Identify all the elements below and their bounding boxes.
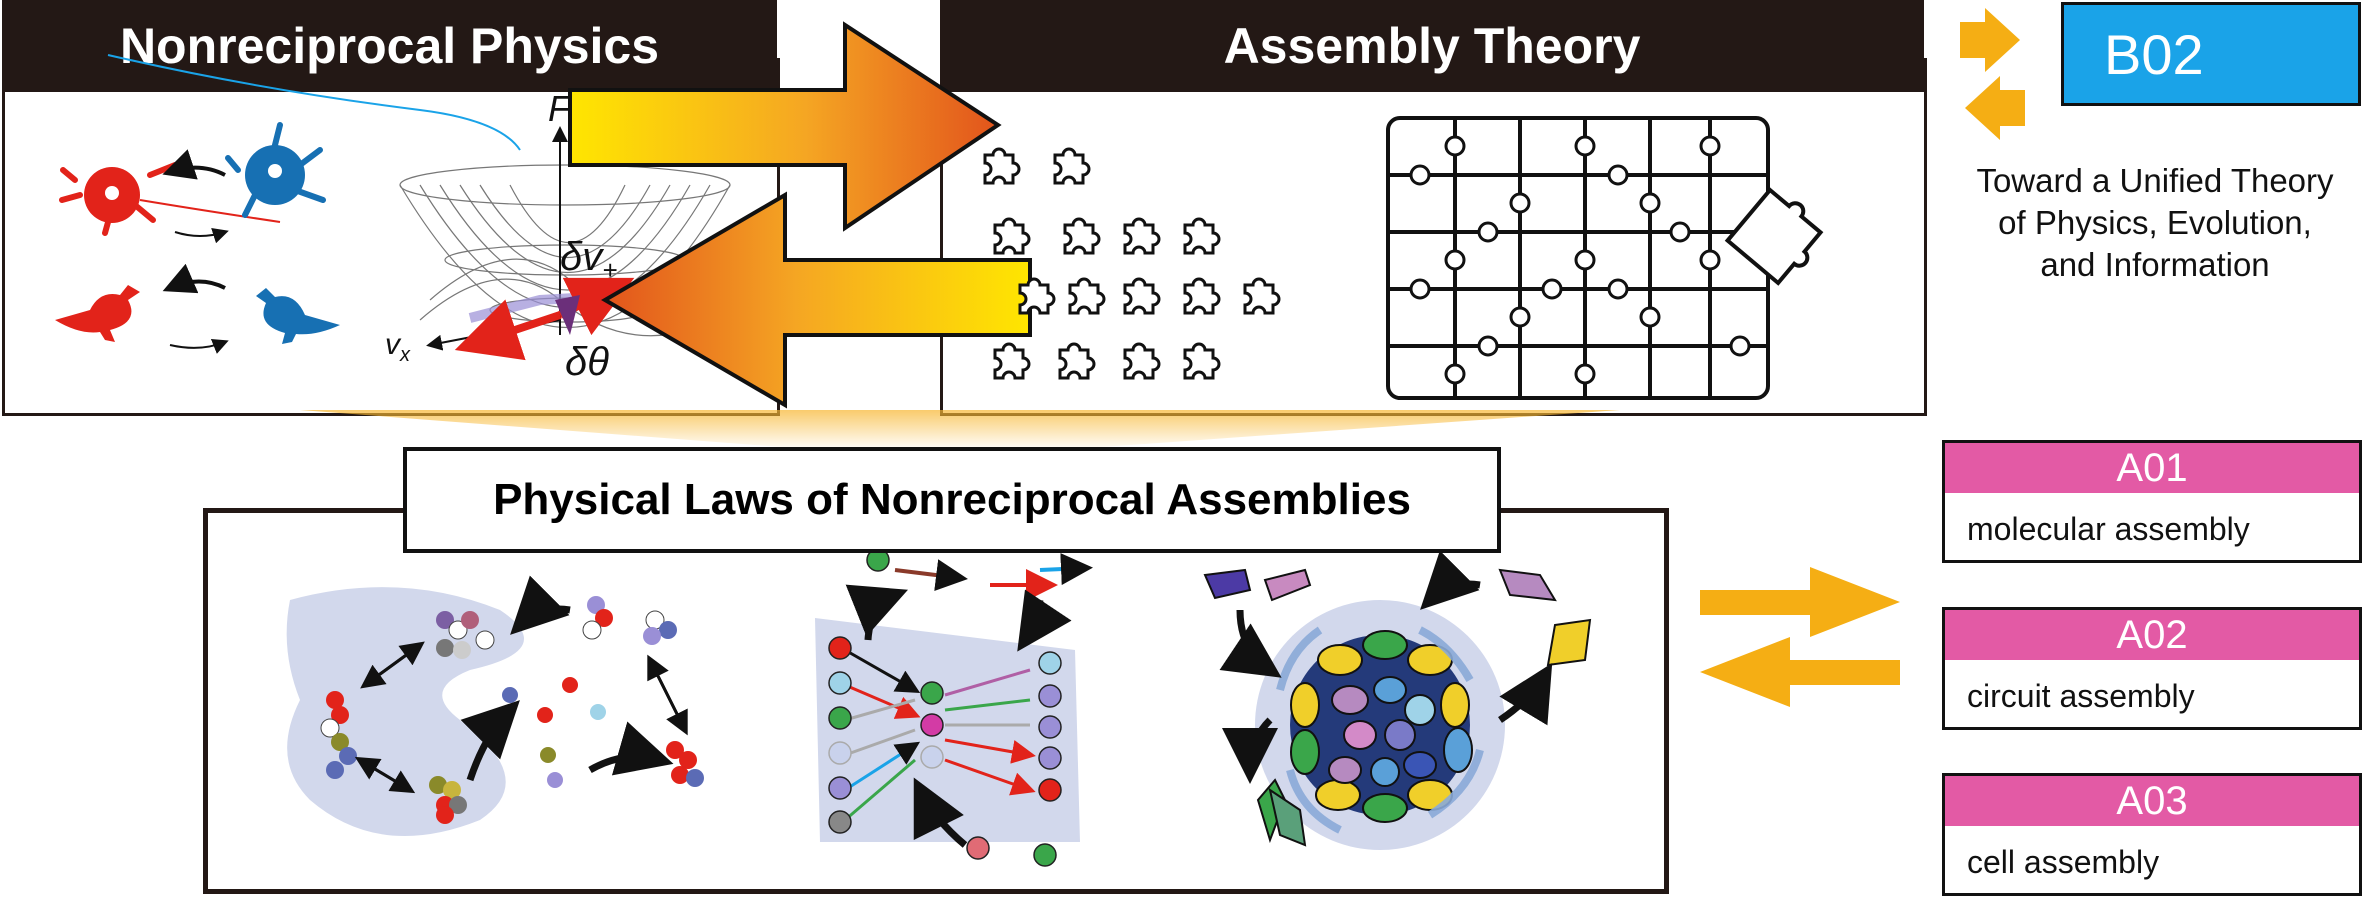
right-arrow-small [1700, 567, 1900, 637]
a02-code: A02 [1945, 610, 2359, 660]
neuron-icon [59, 54, 521, 244]
right-arrow [568, 21, 1002, 232]
vx-text: v [385, 328, 400, 361]
b02-desc-line2: of Physics, Evolution, [1998, 204, 2312, 241]
network-icon [815, 548, 1093, 867]
particle-region [286, 587, 524, 836]
b02-left-arrow [1965, 76, 2025, 140]
particle-clusters [320, 596, 704, 824]
vx-sub: x [400, 344, 410, 366]
laws-title: Physical Laws of Nonreciprocal Assemblie… [403, 447, 1501, 553]
a03-label: cell assembly [1967, 844, 2160, 880]
b02-badge: B02 [2061, 2, 2361, 106]
a03-code: A03 [1945, 776, 2359, 826]
delta-v-label: δv+ [560, 235, 617, 286]
vx-label: vx [385, 328, 410, 367]
a01-code: A01 [1945, 443, 2359, 493]
project-a02: A02 circuit assembly [1942, 607, 2362, 730]
project-a01: A01 molecular assembly [1942, 440, 2362, 563]
jigsaw-grid-icon [1386, 116, 1824, 400]
a02-label: circuit assembly [1967, 678, 2195, 714]
b02-description: Toward a Unified Theory of Physics, Evol… [1940, 160, 2370, 286]
left-arrow [601, 191, 1032, 409]
delta-v-text: δv [560, 235, 603, 279]
delta-theta-label: δθ [565, 340, 609, 384]
left-arrow-small [1700, 637, 1900, 707]
bird-icon [55, 263, 340, 354]
b02-desc-line3: and Information [2040, 246, 2270, 283]
delta-v-sub: + [602, 255, 618, 285]
nonreciprocal-title: Nonreciprocal Physics [2, 0, 777, 92]
assembly-title: Assembly Theory [940, 0, 1924, 92]
force-axis-label: F [548, 88, 570, 129]
b02-right-arrow [1960, 8, 2020, 72]
cell-cluster-icon [1203, 550, 1592, 850]
b02-desc-line1: Toward a Unified Theory [1976, 162, 2334, 199]
a01-label: molecular assembly [1967, 511, 2250, 547]
project-a03: A03 cell assembly [1942, 773, 2362, 896]
